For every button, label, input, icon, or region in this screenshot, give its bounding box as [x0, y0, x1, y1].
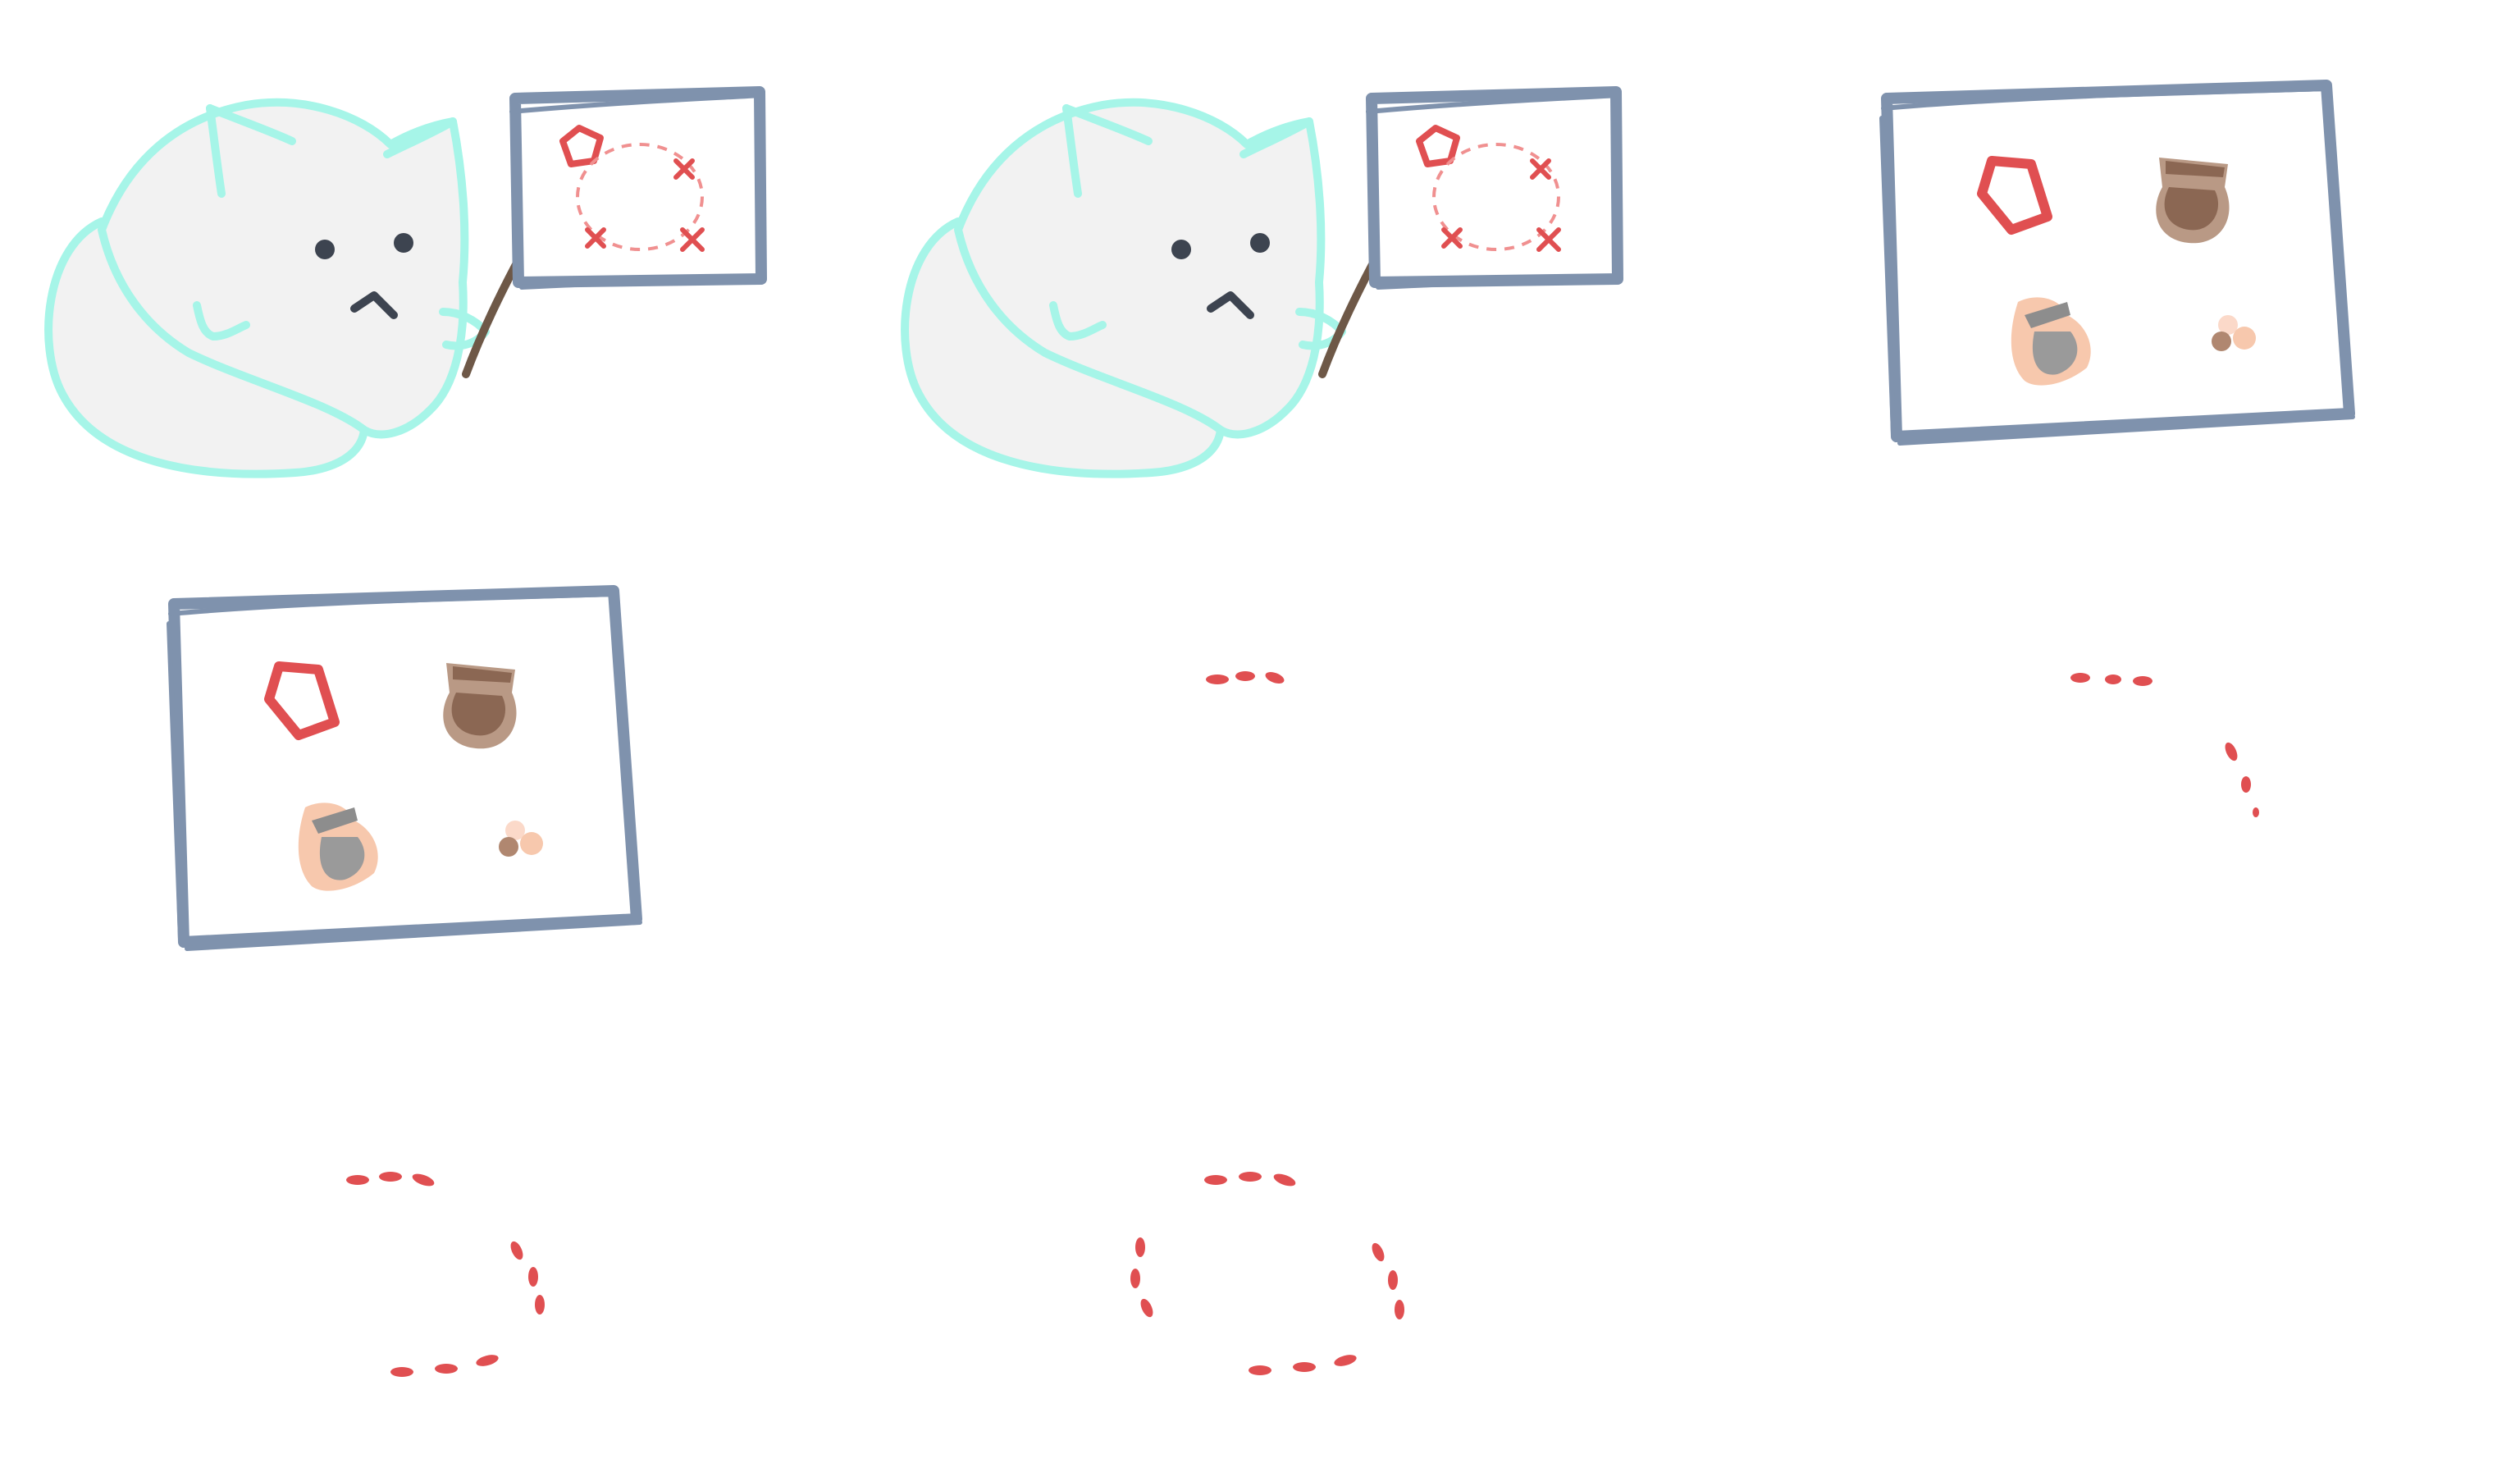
panel-dash-stage-3: [346, 1172, 545, 1377]
panel-cat-1: [48, 92, 763, 474]
panel-board-1: [1882, 85, 2353, 443]
panel-dash-stage-2: [2070, 673, 2259, 817]
panel-cat-2: [905, 92, 1619, 474]
panel-board-2: [169, 591, 640, 949]
panel-dash-stage-4: [1130, 1172, 1404, 1375]
panel-dash-stage-1: [1206, 671, 1285, 684]
